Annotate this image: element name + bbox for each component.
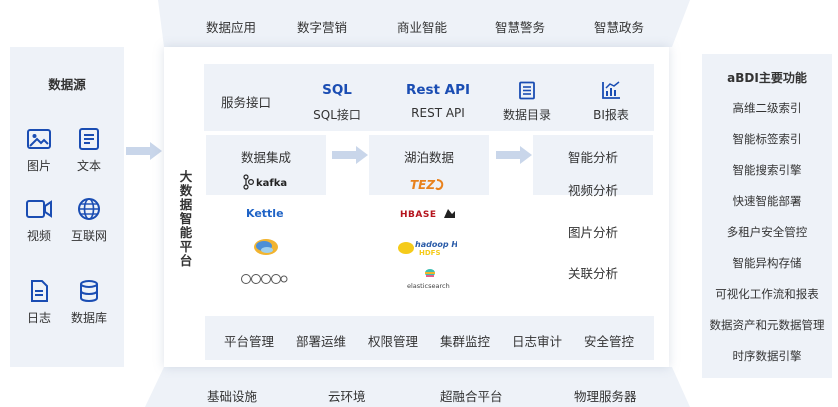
tez-logo: TEZ — [410, 176, 446, 196]
interface-data-catalog: 数据目录 — [497, 80, 557, 123]
svg-text:kafka: kafka — [256, 178, 287, 189]
service-interface-band — [204, 64, 654, 131]
column-title: 智能分析 — [567, 150, 618, 165]
feature-item: 快速智能部署 — [732, 194, 802, 208]
hbase-logo: HBASE — [400, 205, 456, 224]
data-sources-title: 数据源 — [48, 77, 86, 92]
svg-text:TEZ: TEZ — [410, 178, 435, 192]
interface-label: 数据目录 — [502, 108, 551, 122]
top-layer-item: 商业智能 — [397, 20, 448, 35]
analysis-item: 图片分析 — [567, 225, 618, 240]
top-layer-item: 智慧警务 — [495, 20, 546, 35]
interface-label: BI报表 — [593, 108, 629, 122]
management-item: 安全管控 — [584, 334, 635, 349]
management-item: 平台管理 — [224, 334, 275, 349]
source-label: 视频 — [26, 229, 51, 243]
data-sources-panel: 数据源 图片 文本 视频 互联网 — [10, 47, 124, 367]
flow-arrow — [332, 146, 368, 164]
source-item-image: 图片 — [14, 127, 64, 174]
interface-sql: SQL SQL接口 — [307, 80, 367, 123]
top-layer-item: 智慧政务 — [594, 20, 645, 35]
database-icon — [80, 280, 98, 303]
image-icon — [27, 129, 51, 149]
features-title: aBDI主要功能 — [727, 71, 807, 85]
feature-item: 高维二级索引 — [732, 101, 802, 115]
svg-text:elasticsearch: elasticsearch — [407, 282, 450, 290]
interface-label: REST API — [411, 106, 465, 120]
platform-title: 大数据智能平台 — [179, 169, 193, 268]
management-item: 日志审计 — [512, 334, 563, 349]
data-lake-box: 湖泊数据 — [369, 135, 489, 195]
source-item-internet: 互联网 — [64, 197, 114, 244]
bar-chart-icon — [602, 80, 620, 99]
bottom-layer-item: 基础设施 — [207, 389, 258, 404]
column-title: 湖泊数据 — [403, 150, 454, 165]
feature-item: 智能标签索引 — [732, 132, 802, 146]
source-label: 文本 — [76, 159, 101, 173]
management-item: 权限管理 — [368, 334, 419, 349]
analysis-item: 视频分析 — [567, 183, 618, 198]
flow-arrow — [496, 146, 532, 164]
smart-analysis-box: 智能分析 — [533, 135, 653, 195]
interface-label: SQL接口 — [313, 108, 361, 122]
document-icon — [79, 128, 99, 150]
sqoop-logo — [240, 271, 288, 290]
svg-text:HBASE: HBASE — [400, 210, 437, 220]
feature-item: 智能搜索引擎 — [732, 163, 802, 177]
source-label: 日志 — [26, 311, 51, 325]
interface-bi-report: BI报表 — [583, 80, 639, 123]
source-item-video: 视频 — [14, 197, 64, 244]
service-interface-label: 服务接口 — [221, 95, 272, 110]
analysis-item: 关联分析 — [567, 266, 618, 281]
elasticsearch-logo: elasticsearch — [405, 268, 455, 296]
feature-item: 可视化工作流和报表 — [715, 287, 819, 301]
management-item: 集群监控 — [440, 334, 491, 349]
svg-text:HDFS: HDFS — [419, 249, 441, 256]
kettle-logo: Kettle — [246, 207, 284, 220]
source-item-database: 数据库 — [64, 279, 114, 326]
elastic-logo — [252, 236, 280, 262]
flow-arrow — [126, 142, 162, 160]
file-icon — [31, 280, 48, 302]
feature-item: 数据资产和元数据管理 — [709, 318, 825, 332]
catalog-icon — [519, 81, 535, 99]
feature-item: 多租户安全管控 — [726, 225, 808, 239]
top-layer-item: 数字营销 — [297, 20, 348, 35]
feature-item: 时序数据引擎 — [732, 349, 802, 363]
features-panel: aBDI主要功能 高维二级索引 智能标签索引 智能搜索引擎 快速智能部署 多租户… — [702, 54, 832, 378]
source-item-text: 文本 — [64, 127, 114, 174]
bottom-layer-item: 物理服务器 — [574, 389, 637, 404]
feature-item: 智能异构存储 — [732, 256, 802, 270]
bottom-layer-item: 云环境 — [328, 389, 366, 404]
source-label: 图片 — [26, 159, 51, 173]
interface-rest-api: Rest API REST API — [402, 80, 474, 120]
video-icon — [26, 200, 52, 218]
svg-text:hadoop HDFS: hadoop HDFS — [415, 240, 457, 249]
interface-title: SQL — [322, 82, 352, 98]
platform-management-band — [205, 316, 654, 360]
data-integration-box: 数据集成 — [206, 135, 326, 195]
kafka-logo: kafka — [241, 173, 287, 195]
management-item: 部署运维 — [296, 334, 347, 349]
column-title: 数据集成 — [240, 150, 291, 165]
source-item-log: 日志 — [14, 279, 64, 326]
source-label: 互联网 — [70, 229, 107, 243]
hadoop-hdfs-logo: hadoop HDFS HDFS — [397, 238, 476, 260]
top-layer-item: 数据应用 — [206, 20, 257, 35]
bottom-layer-item: 超融合平台 — [440, 389, 503, 404]
interface-title: Rest API — [405, 82, 471, 98]
globe-icon — [78, 198, 100, 220]
source-label: 数据库 — [70, 311, 107, 325]
